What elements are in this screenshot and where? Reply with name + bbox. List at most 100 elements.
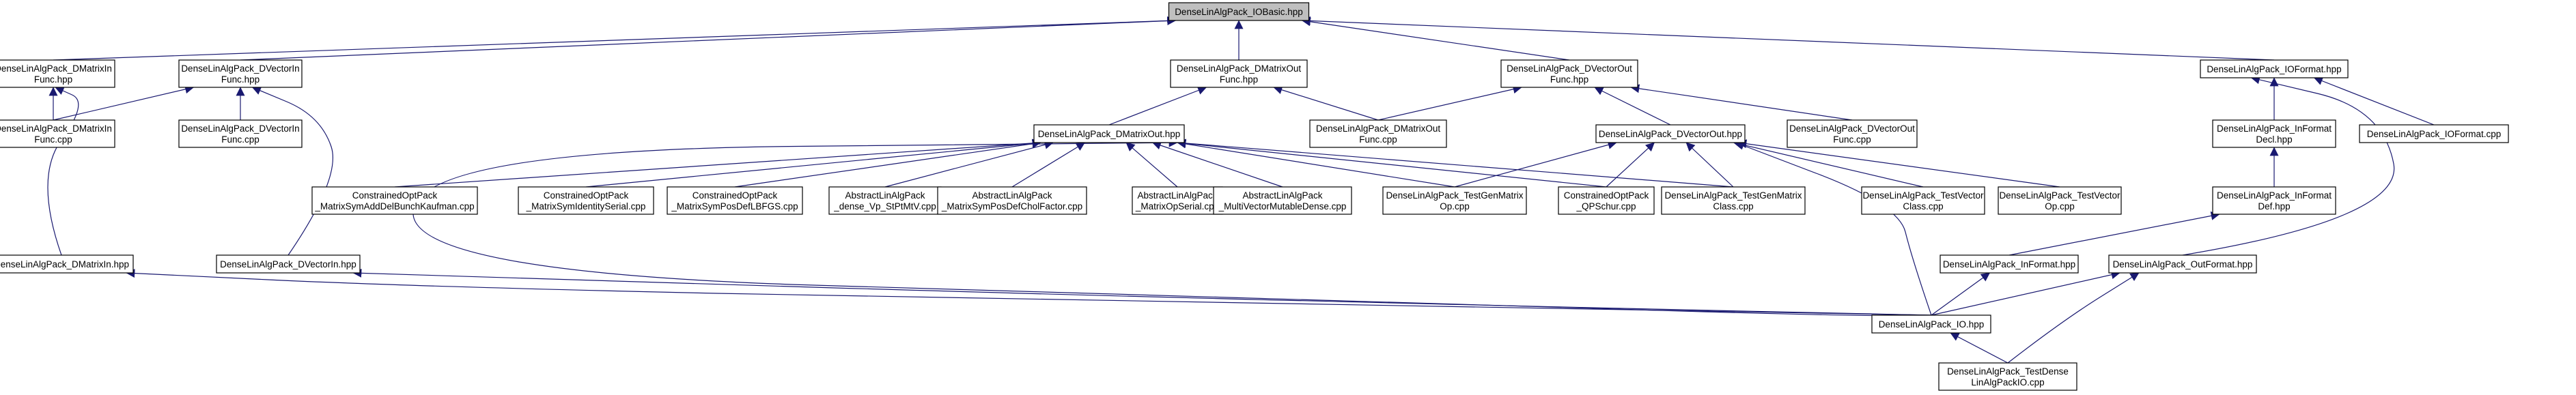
node-label-line: AbstractLinAlgPack — [1242, 190, 1322, 201]
edge-line — [734, 139, 1041, 188]
node-qpschur[interactable]: ConstrainedOptPack_QPSchur.cpp — [1558, 186, 1655, 215]
edge-line — [1108, 86, 1207, 126]
node-box — [1382, 186, 1527, 215]
node-outformat-hpp[interactable]: DenseLinAlgPack_OutFormat.hpp — [2108, 254, 2257, 274]
node-label-line: DenseLinAlgPack_IOFormat.cpp — [2367, 129, 2502, 139]
node-matrix-op-serial[interactable]: AbstractLinAlgPack_MatrixOpSerial.cpp — [1132, 186, 1223, 215]
edge-outformat_hpp-to-ioformat_hpp — [2182, 75, 2395, 256]
node-ioformat-hpp[interactable]: DenseLinAlgPack_IOFormat.hpp — [2200, 59, 2349, 78]
node-pos-def-lbfgs[interactable]: ConstrainedOptPack_MatrixSymPosDefLBFGS.… — [667, 186, 803, 215]
node-box — [2108, 254, 2257, 274]
edge-line — [1737, 139, 2060, 188]
edge-dvectorout_func_hpp-to-iobasic — [1301, 17, 1570, 61]
node-label-line: Func.hpp — [221, 74, 260, 85]
node-iobasic[interactable]: DenseLinAlgPack_IOBasic.hpp — [1168, 2, 1310, 21]
edge-line — [1151, 141, 1283, 188]
node-ioformat-cpp[interactable]: DenseLinAlgPack_IOFormat.cpp — [2359, 124, 2509, 143]
edge-line — [240, 16, 1177, 61]
edge-matrix_op_serial-to-dmatrixout_hpp — [1125, 142, 1178, 188]
node-label-line: _MatrixSymAddDelBunchKaufman.cpp — [314, 201, 474, 211]
node-box — [2212, 186, 2336, 215]
edge-bunch_kaufman-to-dmatrixout_hpp — [394, 138, 1041, 188]
node-box — [2200, 59, 2349, 78]
node-label-line: Decl.hpp — [2256, 134, 2292, 145]
edge-layer — [47, 16, 2435, 364]
edge-line — [1594, 87, 1671, 126]
node-label-line: _MatrixOpSerial.cpp — [1135, 201, 1219, 211]
node-label-line: Func.cpp — [34, 134, 72, 145]
edge-testgenmatrix_op-to-dvectorout_hpp — [1454, 140, 1617, 188]
node-label-line: Func.cpp — [221, 134, 260, 145]
edge-line — [1377, 85, 1522, 121]
node-testdense-io-cpp[interactable]: DenseLinAlgPack_TestDenseLinAlgPackIO.cp… — [1938, 362, 2077, 391]
edge-testgenmatrix_class-to-dvectorout_hpp — [1685, 142, 1734, 188]
node-dense-vp[interactable]: AbstractLinAlgPack_dense_Vp_StPtMtV.cpp — [828, 186, 942, 215]
node-box — [1170, 59, 1308, 88]
node-label-line: DenseLinAlgPack_DVectorIn — [181, 123, 299, 134]
edge-line — [53, 85, 195, 121]
node-box — [311, 186, 478, 215]
edge-dvectorout_hpp-to-dvectorout_func_hpp — [1594, 87, 1671, 126]
edge-line — [1177, 138, 1734, 188]
node-dmatrixin-hpp[interactable]: DenseLinAlgPack_DMatrixIn.hpp — [0, 254, 134, 274]
node-label-line: DenseLinAlgPack_DVectorOut — [1789, 123, 1915, 134]
edge-line — [1733, 140, 1924, 188]
node-informat-hpp[interactable]: DenseLinAlgPack_InFormat.hpp — [1940, 254, 2079, 274]
edge-path — [352, 268, 1932, 316]
node-box — [1213, 186, 1352, 215]
edge-line — [2008, 211, 2220, 256]
node-label-line: DenseLinAlgPack_IOFormat.hpp — [2207, 64, 2341, 74]
edge-line — [1685, 142, 1734, 188]
node-dvectorin-hpp[interactable]: DenseLinAlgPack_DVectorIn.hpp — [216, 254, 361, 274]
node-box — [1940, 254, 2079, 274]
node-label-line: DenseLinAlgPack_TestVector — [1862, 190, 1984, 201]
edge-line — [1125, 142, 1178, 188]
edge-line — [53, 16, 1177, 61]
node-label-line: DenseLinAlgPack_DVectorOut.hpp — [1599, 129, 1742, 139]
node-box — [0, 119, 115, 148]
node-pos-def-chol[interactable]: AbstractLinAlgPack_MatrixSymPosDefCholFa… — [937, 186, 1087, 215]
node-box — [0, 59, 115, 88]
edge-qpschur-to-dvectorout_hpp — [1606, 142, 1655, 188]
node-box — [1309, 119, 1447, 148]
node-box — [667, 186, 803, 215]
node-identity-serial[interactable]: ConstrainedOptPack_MatrixSymIdentitySeri… — [518, 186, 654, 215]
node-box — [1132, 186, 1223, 215]
edge-testgenmatrix_class-to-dmatrixout_hpp — [1177, 138, 1734, 188]
edge-dmatrixin_func_hpp-to-iobasic — [53, 16, 1177, 61]
node-label-line: Op.cpp — [1440, 201, 1470, 211]
edge-line — [1606, 142, 1655, 188]
node-box — [2359, 124, 2509, 143]
node-bunch-kaufman[interactable]: ConstrainedOptPack_MatrixSymAddDelBunchK… — [311, 186, 478, 215]
edge-testvector_op-to-dvectorout_hpp — [1737, 139, 2060, 188]
node-label-line: DenseLinAlgPack_InFormat — [2217, 190, 2332, 201]
node-label-line: _MatrixSymIdentitySerial.cpp — [526, 201, 646, 211]
edge-line — [1454, 140, 1617, 188]
edge-path — [2007, 272, 2140, 364]
node-label-line: ConstrainedOptPack — [1564, 190, 1649, 201]
node-label-line: DenseLinAlgPack_TestGenMatrix — [1386, 190, 1523, 201]
edge-testgenmatrix_op-to-dmatrixout_hpp — [1177, 139, 1455, 188]
node-io-hpp[interactable]: DenseLinAlgPack_IO.hpp — [1871, 314, 1991, 334]
node-dmatrixout-hpp[interactable]: DenseLinAlgPack_DMatrixOut.hpp — [1033, 124, 1185, 143]
edge-dmatrixout_func_cpp-to-dmatrixout_func_hpp — [1273, 85, 1379, 121]
node-multivector-mutable[interactable]: AbstractLinAlgPack_MultiVectorMutableDen… — [1213, 186, 1352, 215]
edge-ioformat_hpp-to-iobasic — [1301, 16, 2275, 61]
node-dvectorout-hpp[interactable]: DenseLinAlgPack_DVectorOut.hpp — [1595, 124, 1746, 143]
edge-line — [1011, 142, 1086, 188]
